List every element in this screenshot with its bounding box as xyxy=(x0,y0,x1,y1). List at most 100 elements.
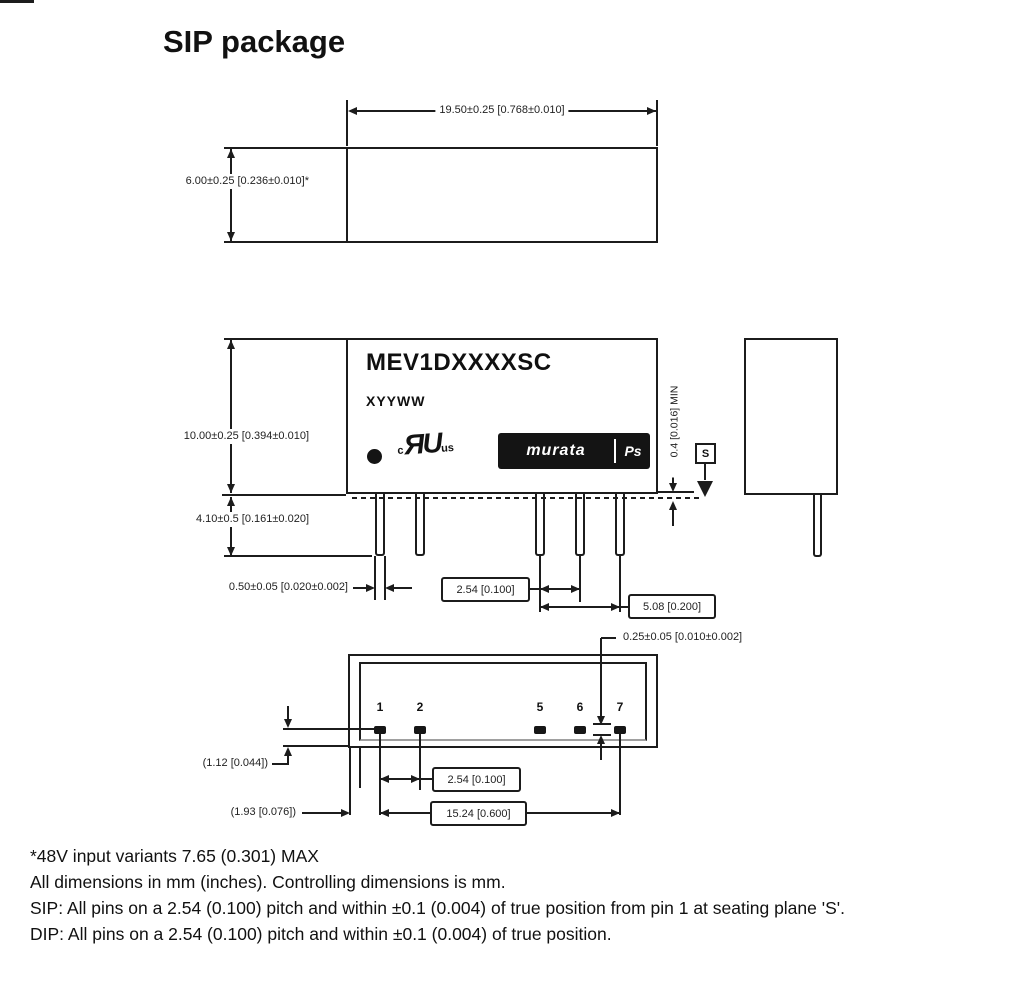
arrowhead xyxy=(540,603,549,611)
dimension-line xyxy=(380,812,430,814)
arrowhead xyxy=(227,497,235,506)
note-dip-pitch: DIP: All pins on a 2.54 (0.100) pitch an… xyxy=(30,924,612,944)
bottom-view-inner-outline xyxy=(359,662,647,741)
side-view-pin xyxy=(813,495,822,557)
extension-line xyxy=(346,100,348,146)
dim-depth-text: 6.00±0.25 [0.236±0.010]* xyxy=(181,174,313,189)
arrowhead xyxy=(411,775,420,783)
dimension-line xyxy=(540,606,628,608)
extension-line xyxy=(384,556,386,600)
pin1-indicator-dot xyxy=(367,449,382,464)
dimension-line xyxy=(527,812,620,814)
note-sip-pitch: SIP: All pins on a 2.54 (0.100) pitch an… xyxy=(30,898,845,918)
pin-pad-7 xyxy=(614,726,626,734)
arrowhead xyxy=(647,107,656,115)
pin-pad-1 xyxy=(374,726,386,734)
arrowhead xyxy=(611,603,620,611)
dim-pin-thickness-text: 0.25±0.05 [0.010±0.002] xyxy=(619,630,747,645)
brand-logo-text: murata xyxy=(526,442,586,459)
pin-label-1: 1 xyxy=(376,700,384,714)
extension-line xyxy=(658,491,694,493)
arrowhead xyxy=(380,809,389,817)
arrowhead xyxy=(540,585,549,593)
extension-line xyxy=(379,734,381,815)
pin-label-5: 5 xyxy=(536,700,544,714)
pin-pad-6 xyxy=(574,726,586,734)
extension-line xyxy=(283,728,374,730)
leader-line xyxy=(287,756,289,764)
leader-line xyxy=(704,464,706,480)
dimension-line xyxy=(230,149,232,241)
dim-pin1-offset-text: (1.93 [0.076]) xyxy=(226,805,300,820)
note-dimensions-units: All dimensions in mm (inches). Controlli… xyxy=(30,872,506,892)
leader-line xyxy=(302,812,344,814)
top-view-outline xyxy=(346,147,658,243)
arrowhead xyxy=(227,484,235,493)
leader-line xyxy=(600,638,602,717)
dimension-line xyxy=(287,706,289,722)
extension-line xyxy=(419,734,421,790)
seating-plane-symbol: S xyxy=(695,443,716,464)
leader-line xyxy=(601,637,616,639)
arrowhead xyxy=(611,809,620,817)
page-title: SIP package xyxy=(163,24,346,59)
arrowhead xyxy=(348,107,357,115)
extension-line xyxy=(579,556,581,602)
arrowhead xyxy=(227,149,235,158)
brand-logo-mark: Ps xyxy=(624,443,642,459)
dim-height-text: 10.00±0.25 [0.394±0.010] xyxy=(179,429,313,444)
extension-line xyxy=(656,100,658,146)
arrowhead xyxy=(669,483,677,492)
dim-row-span-box: 15.24 [0.600] xyxy=(430,801,527,826)
pin-label-7: 7 xyxy=(616,700,624,714)
dim-span-front-box: 5.08 [0.200] xyxy=(628,594,716,619)
seating-plane-datum-triangle xyxy=(697,481,713,497)
ul-mark: ЯU xyxy=(403,426,442,461)
arrowhead xyxy=(227,340,235,349)
pin-label-2: 2 xyxy=(416,700,424,714)
ul-prefix: c xyxy=(396,444,404,457)
arrowhead xyxy=(669,501,677,510)
arrowhead xyxy=(597,716,605,725)
extension-line xyxy=(224,147,346,149)
pin-7 xyxy=(615,494,625,556)
part-number-marking: MEV1DXXXXSC xyxy=(366,349,552,376)
arrowhead xyxy=(385,584,394,592)
dim-width-text: 19.50±0.25 [0.768±0.010] xyxy=(435,103,569,118)
arrowhead xyxy=(284,719,292,728)
leader-line xyxy=(600,744,602,760)
pin-6 xyxy=(575,494,585,556)
dim-standoff-text: 0.4 [0.016] MIN xyxy=(668,365,684,478)
pin-pad-2 xyxy=(414,726,426,734)
dimension-line xyxy=(672,509,674,526)
extension-line xyxy=(224,555,372,557)
arrowhead xyxy=(571,585,580,593)
note-48v-variants: *48V input variants 7.65 (0.301) MAX xyxy=(30,846,319,866)
extension-line xyxy=(224,241,346,243)
arrowhead xyxy=(341,809,350,817)
leader-line xyxy=(272,763,289,765)
extension-line xyxy=(374,556,376,600)
scan-artifact xyxy=(0,0,34,3)
brand-logo-divider xyxy=(614,439,616,463)
pin-1 xyxy=(375,494,385,556)
arrowhead xyxy=(227,547,235,556)
extension-line xyxy=(283,745,348,747)
arrowhead xyxy=(284,747,292,756)
pin-5 xyxy=(535,494,545,556)
extension-line xyxy=(224,338,346,340)
dimension-line xyxy=(530,588,580,590)
dimension-line xyxy=(380,778,432,780)
dimension-line xyxy=(230,340,232,493)
arrowhead xyxy=(380,775,389,783)
dim-pin-width-text: 0.50±0.05 [0.020±0.002] xyxy=(224,580,352,595)
brand-logo-bar: murata Ps xyxy=(498,433,650,469)
dim-pin-length-text: 4.10±0.5 [0.161±0.020] xyxy=(192,512,313,527)
ul-suffix: us xyxy=(440,442,455,455)
pin-label-6: 6 xyxy=(576,700,584,714)
extension-line xyxy=(539,556,541,612)
extension-line xyxy=(349,748,351,815)
side-view-outline xyxy=(744,338,838,495)
arrowhead xyxy=(227,232,235,241)
